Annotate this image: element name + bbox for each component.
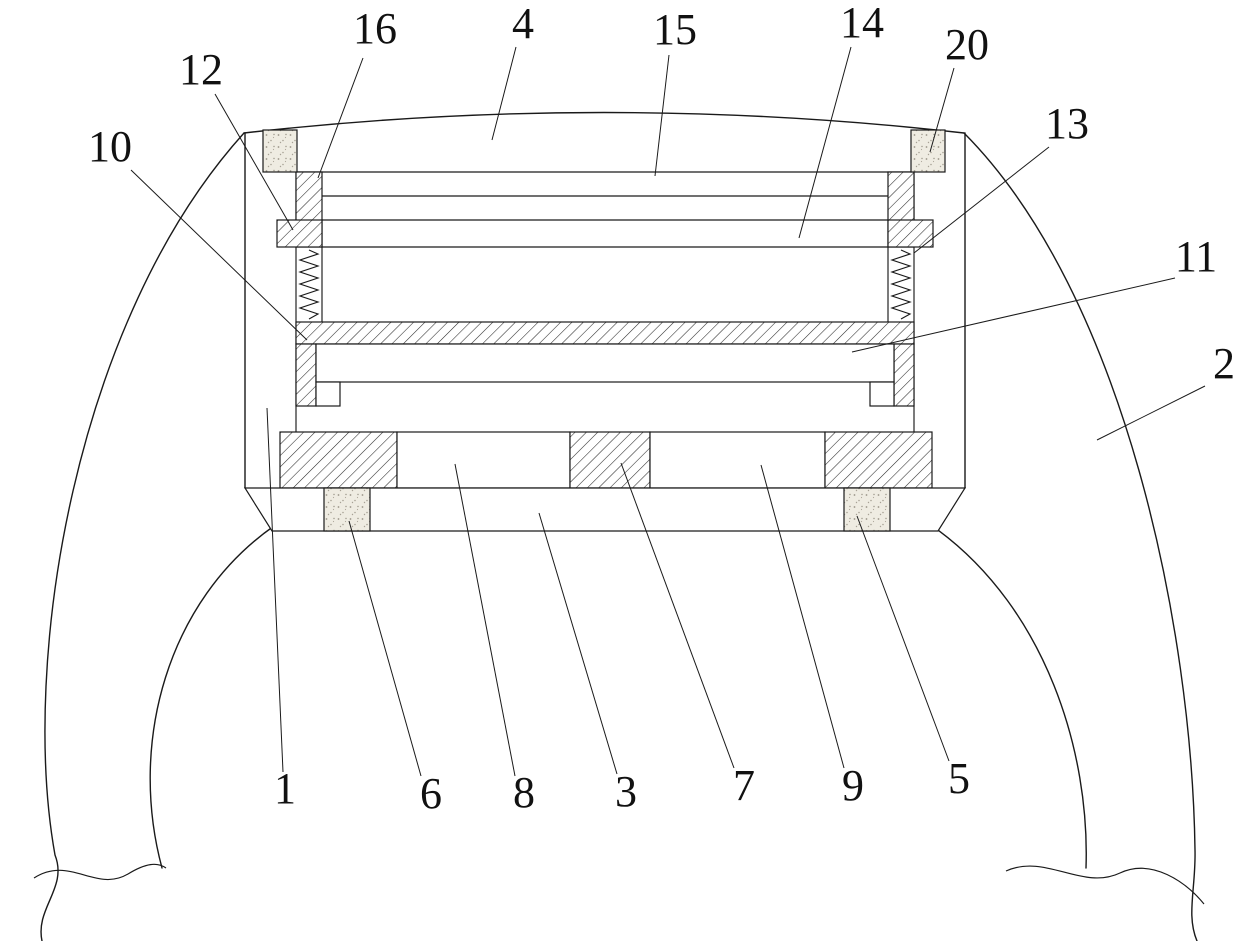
damper-pad-bottom-left [323,487,371,532]
leader-line-16 [317,57,364,179]
leader-line-15 [654,54,670,177]
leader-line-7 [620,462,735,769]
dome-right-inner-curve [937,529,1087,869]
dome-right-outer-curve [963,132,1198,941]
dome-shell [33,111,1205,941]
base-block-hatched-center [569,431,651,489]
leader-line-8 [454,463,516,777]
base-block-hatched-left [279,431,398,489]
callout-14: 14 [840,0,884,47]
leader-line-1 [266,407,284,773]
base-gap-right [649,431,826,489]
leader-line-6 [348,520,422,777]
callout-12: 12 [179,45,223,94]
callout-5: 5 [948,754,970,803]
callout-2: 2 [1213,339,1235,388]
callout-13: 13 [1045,99,1089,148]
damper-pad-bottom-right [843,487,891,532]
break-line-bottom-right [1005,865,1205,905]
springs [298,249,912,320]
leader-line-4 [491,46,517,141]
callout-7: 7 [733,761,755,810]
dome-left-inner-curve [149,525,275,869]
base-block-row [279,431,933,489]
leader-line-11 [851,277,1176,353]
leader-line-10 [130,169,308,341]
pressure-plate [295,321,915,345]
top-cover-arc [243,111,965,134]
leader-line-12 [214,93,294,231]
leader-lines [130,46,1206,777]
callout-10: 10 [88,122,132,171]
support-leg-right [893,343,915,407]
damper-pad-top-right [910,129,946,173]
leader-line-3 [538,512,618,775]
break-line-bottom-left [33,863,167,880]
leader-line-2 [1096,385,1206,441]
base-plate-body [243,487,967,532]
callout-20: 20 [945,20,989,69]
spring-right-coil [890,249,912,320]
leader-line-5 [856,515,950,762]
base-block-hatched-right [824,431,933,489]
spring-left-coil [298,249,320,320]
callout-4: 4 [512,0,534,48]
leader-line-9 [760,464,845,769]
callout-3: 3 [615,767,637,816]
stop-block-right [887,219,934,248]
callout-16: 16 [353,4,397,53]
leader-line-13 [913,146,1050,254]
carrier-plate [315,343,895,383]
callout-11: 11 [1175,232,1217,281]
callout-9: 9 [842,761,864,810]
support-leg-left [295,343,317,407]
leader-line-14 [798,46,852,239]
stop-block-left [276,219,323,248]
plate-foot-left [315,381,341,407]
leader-line-20 [929,67,955,153]
callout-6: 6 [420,769,442,818]
callouts: 16 4 15 14 20 12 13 10 11 2 1 6 8 3 7 9 … [88,0,1235,818]
top-damper-pads [262,129,946,173]
base-plate [243,487,967,532]
plate-foot-right [869,381,895,407]
damper-pad-top-left [262,129,298,173]
callout-8: 8 [513,768,535,817]
dome-left-outer-curve [40,132,245,941]
base-gap-left [396,431,571,489]
internal-parts [276,171,934,407]
callout-15: 15 [653,5,697,54]
callout-1: 1 [274,764,296,813]
